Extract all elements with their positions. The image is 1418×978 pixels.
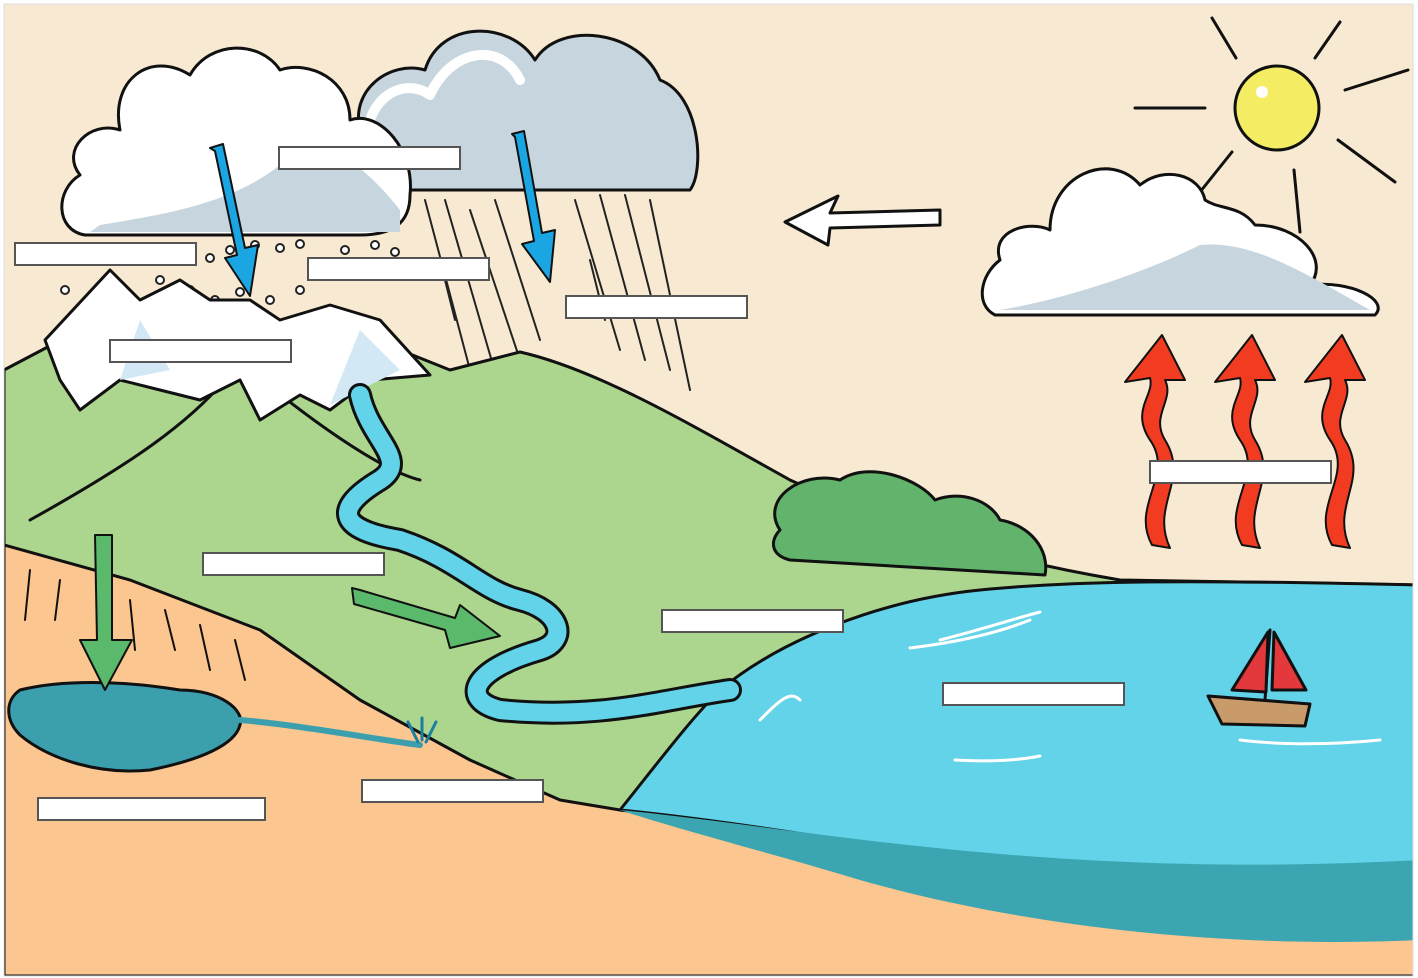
label-box-snow[interactable] — [307, 257, 490, 281]
label-box-rain[interactable] — [565, 295, 748, 319]
label-box-hail[interactable] — [14, 242, 197, 266]
label-box-groundwater[interactable] — [37, 797, 266, 821]
label-box-surface-runoff[interactable] — [202, 552, 385, 576]
label-box-evaporation[interactable] — [1149, 460, 1332, 484]
label-box-condensation[interactable] — [278, 146, 461, 170]
label-box-spring[interactable] — [361, 779, 544, 803]
label-box-river[interactable] — [661, 609, 844, 633]
label-box-sea[interactable] — [942, 682, 1125, 706]
label-box-glacier[interactable] — [109, 339, 292, 363]
